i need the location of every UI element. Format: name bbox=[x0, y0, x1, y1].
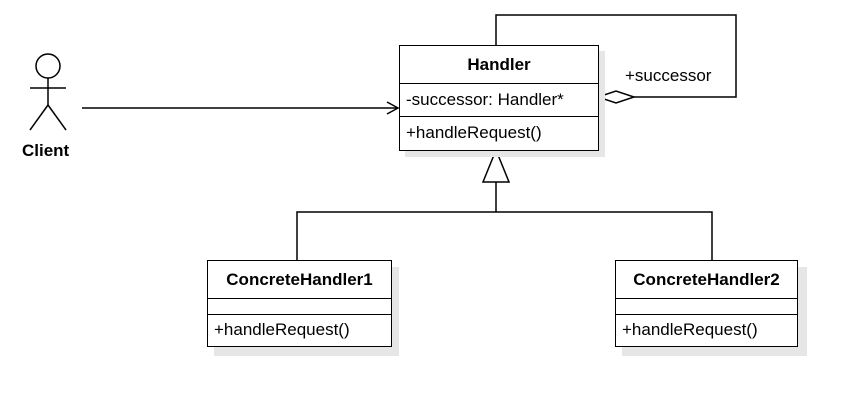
actor-left-leg bbox=[29, 104, 49, 131]
concrete-handler-1-class: ConcreteHandler1 +handleRequest() bbox=[207, 260, 392, 347]
handler-operation: +handleRequest() bbox=[400, 116, 598, 149]
concrete-handler-2-name: ConcreteHandler2 bbox=[633, 270, 780, 289]
inheritance-triangle bbox=[481, 148, 511, 183]
successor-role-label: +successor bbox=[625, 66, 712, 85]
concrete-handler-2-class: ConcreteHandler2 +handleRequest() bbox=[615, 260, 798, 347]
concrete-handler-2-operation: +handleRequest() bbox=[616, 314, 797, 346]
client-to-handler-arrowhead bbox=[386, 101, 400, 115]
concrete-handler-1-name: ConcreteHandler1 bbox=[226, 270, 373, 289]
concrete-handler-2-attributes bbox=[616, 298, 797, 314]
actor-head bbox=[35, 53, 61, 79]
concrete-handler-1-attributes bbox=[208, 298, 391, 314]
handler-class: Handler -successor: Handler* +handleRequ… bbox=[399, 45, 599, 151]
handler-attribute: -successor: Handler* bbox=[400, 83, 598, 116]
client-actor-figure bbox=[29, 53, 67, 131]
actor-right-leg bbox=[47, 104, 67, 131]
aggregation-diamond bbox=[595, 90, 637, 104]
client-label: Client bbox=[22, 141, 70, 160]
successor-loop-line bbox=[495, 14, 737, 98]
inheritance-branch bbox=[296, 211, 713, 260]
concrete-handler-1-operation: +handleRequest() bbox=[208, 314, 391, 346]
handler-class-name: Handler bbox=[467, 55, 531, 74]
